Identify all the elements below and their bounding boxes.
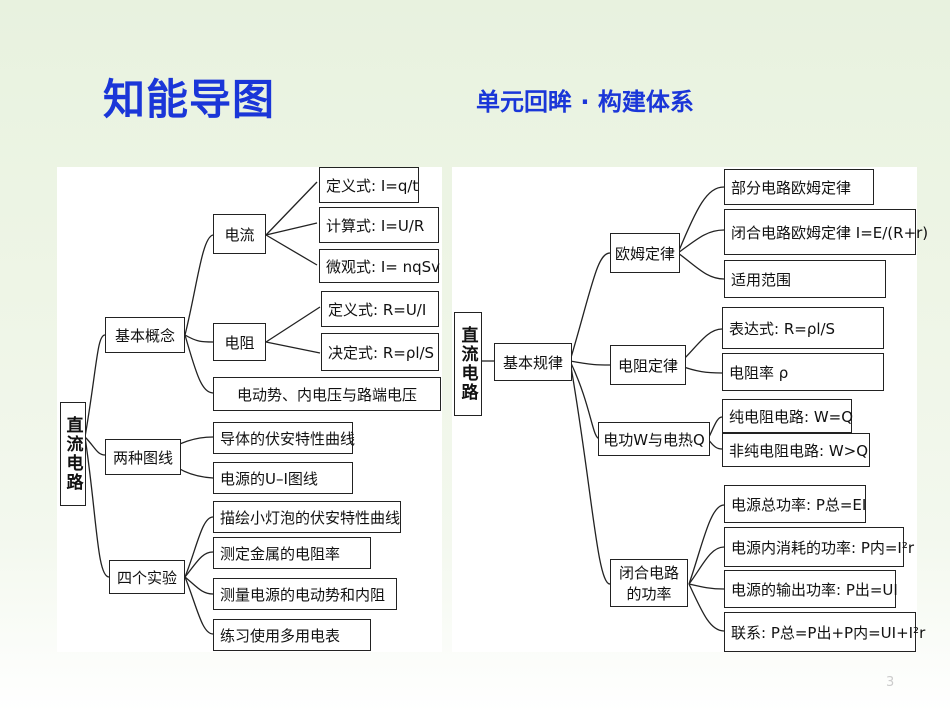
resistance-expression-item: 表达式: R=ρl/S bbox=[722, 307, 884, 349]
page-subtitle: 单元回眸 · 构建体系 bbox=[476, 88, 694, 116]
pure-resistance-item: 纯电阻电路: W=Q bbox=[722, 399, 853, 433]
experiments-node: 四个实验 bbox=[109, 560, 185, 594]
power-relation-item: 联系: P总=P出+P内=UI+I²r bbox=[724, 612, 925, 652]
resistivity-item: 电阻率 ρ bbox=[722, 353, 884, 391]
resistance-definition-item: 定义式: R=U/I bbox=[321, 291, 439, 327]
current-micro-item: 微观式: I= nqSv bbox=[319, 249, 440, 283]
page-title: 知能导图 bbox=[103, 75, 276, 124]
non-pure-resistance-item: 非纯电阻电路: W>Q bbox=[722, 433, 870, 467]
current-node: 电流 bbox=[213, 214, 266, 254]
ohm-scope-item: 适用范围 bbox=[724, 260, 886, 298]
ohm-law-node: 欧姆定律 bbox=[610, 233, 680, 273]
output-power-item: 电源的输出功率: P出=UI bbox=[724, 570, 898, 608]
graph-conductor-item: 导体的伏安特性曲线 bbox=[213, 422, 355, 454]
right-root-node: 直流电路 bbox=[454, 312, 482, 416]
graph-source-item: 电源的U–I图线 bbox=[213, 462, 353, 494]
experiment-2-item: 测定金属的电阻率 bbox=[213, 537, 371, 569]
page-number: 3 bbox=[886, 675, 895, 690]
power-node: 闭合电路的功率 bbox=[610, 559, 688, 607]
graphs-node: 两种图线 bbox=[105, 439, 181, 475]
resistance-determination-item: 决定式: R=ρl/S bbox=[321, 333, 439, 371]
right-connector-lines bbox=[482, 186, 725, 632]
experiment-3-item: 测量电源的电动势和内阻 bbox=[213, 578, 397, 610]
left-root-node: 直流电路 bbox=[60, 402, 86, 506]
emf-node: 电动势、内电压与路端电压 bbox=[213, 377, 441, 411]
resistance-law-node: 电阻定律 bbox=[610, 345, 686, 385]
laws-node: 基本规律 bbox=[494, 343, 572, 381]
ohm-closed-item: 闭合电路欧姆定律 I=E/(R+r) bbox=[724, 209, 928, 255]
current-calculation-item: 计算式: I=U/R bbox=[319, 207, 439, 243]
current-definition-item: 定义式: I=q/t bbox=[319, 167, 419, 203]
experiment-4-item: 练习使用多用电表 bbox=[213, 619, 371, 651]
ohm-partial-item: 部分电路欧姆定律 bbox=[724, 169, 874, 205]
work-heat-node: 电功W与电热Q bbox=[598, 422, 710, 456]
total-power-item: 电源总功率: P总=EI bbox=[724, 485, 866, 523]
right-mindmap-panel: 直流电路 基本规律 欧姆定律 部分电路欧姆定律 闭合电路欧姆定律 I=E/(R+… bbox=[452, 167, 928, 652]
concepts-node: 基本概念 bbox=[105, 317, 185, 353]
internal-power-item: 电源内消耗的功率: P内=I²r bbox=[724, 527, 914, 567]
resistance-node: 电阻 bbox=[213, 323, 266, 361]
experiment-1-item: 描绘小灯泡的伏安特性曲线 bbox=[213, 501, 401, 533]
left-mindmap-panel: 直流电路 基本概念 电流 定义式: I=q/t 计算式: I=U/R 微观式: … bbox=[57, 167, 442, 652]
